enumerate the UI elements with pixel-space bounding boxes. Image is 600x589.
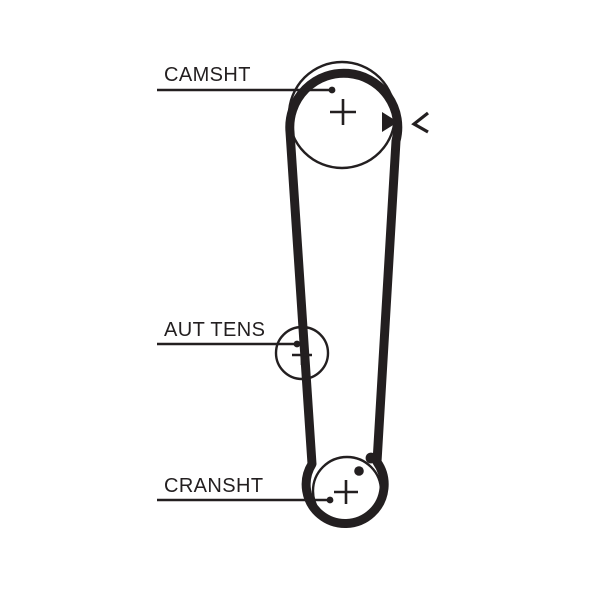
camshaft-center-cross xyxy=(330,99,356,125)
camshaft-leader: CAMSHT xyxy=(157,64,336,94)
crankshaft-label: CRANSHT xyxy=(164,475,263,497)
camshaft-triangle-marker-icon xyxy=(382,112,398,132)
crankshaft-pulley-circle xyxy=(311,455,383,527)
timing-belt xyxy=(285,68,403,528)
camshaft-pulley-circle xyxy=(287,60,397,170)
camshaft-leader-dot-icon xyxy=(328,86,336,94)
crankshaft-leader: CRANSHT xyxy=(157,475,334,504)
tensioner-leader-dot-icon xyxy=(293,340,301,348)
camshaft-pulley xyxy=(287,60,429,170)
camshaft-label: CAMSHT xyxy=(164,64,251,86)
crankshaft-leader-dot-icon xyxy=(326,496,334,504)
crankshaft-center-cross xyxy=(334,480,358,504)
crankshaft-timing-dot-inner-icon xyxy=(354,466,364,476)
camshaft-chevron-marker-icon xyxy=(411,111,429,134)
tensioner-pulley-circle xyxy=(274,325,330,381)
tensioner-center-cross xyxy=(292,345,312,365)
crankshaft-timing-dot-outer-icon xyxy=(365,452,377,464)
belt-outer-path xyxy=(285,68,403,528)
crankshaft-pulley xyxy=(311,452,383,527)
tensioner-leader: AUT TENS xyxy=(157,319,301,348)
tensioner-label: AUT TENS xyxy=(164,319,265,341)
tensioner-pulley xyxy=(274,325,330,381)
